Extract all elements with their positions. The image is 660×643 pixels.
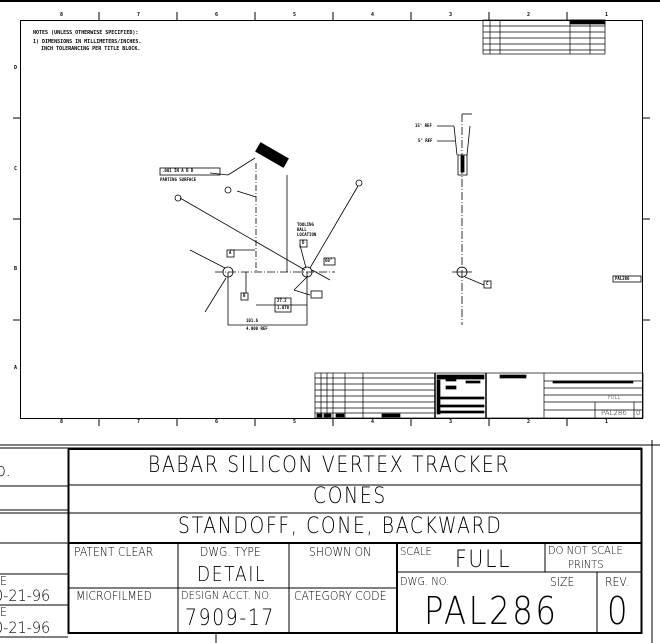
scale-value: FULL [455,545,512,573]
datum-d: D [302,240,305,245]
dwg-no-label: DWG. NO. [400,575,450,588]
parting-surface-label: PARTING SURFACE [160,177,197,182]
zone-col-1: 1 [605,12,609,18]
sheet-border [20,20,643,419]
small-scale: FULL [608,395,621,401]
zone-col-8: 8 [60,12,64,18]
note-1-line2: INCH TOLERANCING PER TITLE BLOCK. [41,46,141,52]
datum-a: A [229,250,232,255]
shown-on-label: SHOWN ON [309,545,372,559]
dim-27-2-inch: 1.070 [277,305,290,310]
cone-standoff-front-view [437,113,642,325]
angle-60: 60° [325,258,333,263]
left-date-2: 0-21-96 [0,618,51,637]
zone-col-7-bottom: 7 [137,419,141,425]
feature-control-frame: .001 IN A B D [162,168,194,173]
ref-15-deg: 15° REF [415,123,432,128]
prints-label: PRINTS [568,558,604,571]
zone-col-6-bottom: 6 [215,419,219,425]
zone-row-c: C [14,166,18,172]
small-drawing-number: PAL286 [601,409,627,417]
scale-label: SCALE [400,545,432,558]
zone-row-a: A [14,365,18,371]
left-number-label: o. [0,460,11,481]
zone-col-7: 7 [137,12,141,18]
left-date-1: 0-21-96 [0,586,51,605]
zone-col-8-bottom: 8 [60,419,64,425]
dwg-type-label: DWG. TYPE [200,545,261,559]
zone-col-1-bottom: 1 [605,419,609,425]
title-line-3: STANDOFF, CONE, BACKWARD [178,514,503,539]
zone-ticks [13,12,650,426]
datum-c: C [486,281,489,286]
category-code-label: CATEGORY CODE [294,589,387,603]
zone-row-b: B [14,266,18,272]
design-acct-value: 7909-17 [185,606,276,631]
tooling-ball-label: TOOLING BALL LOCATION [297,222,317,237]
small-title-block [314,372,644,419]
design-acct-label: DESIGN ACCT. NO. [181,589,272,602]
dim-101-6: 101.6 [246,318,259,323]
patent-clear-label: PATENT CLEAR [74,545,154,559]
revision-block [482,19,606,55]
dwg-type-value: DETAIL [197,562,267,586]
left-date-label-1: E [0,574,7,588]
small-rev: 0 [636,409,641,417]
zone-col-4-bottom: 4 [371,419,375,425]
notes-title: NOTES (UNLESS OTHERWISE SPECIFIED): [33,30,139,36]
zone-col-3-bottom: 3 [449,419,453,425]
dim-101-6-inch: 4.000 REF [246,326,268,331]
drawing-number: PAL286 [424,589,559,633]
rev-label: REV. [605,575,629,589]
dim-27-2: 27.2 [277,298,287,303]
zone-col-2: 2 [527,12,531,18]
ref-5-deg: 5° REF [418,138,433,143]
left-date-label-2: E [0,605,7,619]
microfilmed-label: MICROFILMED [76,589,152,603]
datum-b: B [243,293,246,298]
zone-col-4: 4 [371,12,375,18]
part-number-tag: PAL286 [615,276,630,281]
size-label: SIZE [550,575,575,589]
do-not-scale-label: DO NOT SCALE [548,544,623,557]
note-1-line1: 1) DIMENSIONS IN MILLIMETERS/INCHES. [33,39,142,45]
zone-col-2-bottom: 2 [527,419,531,425]
zone-col-6: 6 [215,12,219,18]
title-line-2: CONES [313,484,387,509]
cone-standoff-side-view [159,142,363,326]
revision-number: 0 [607,589,630,633]
zone-col-5-bottom: 5 [293,419,297,425]
zone-col-5: 5 [293,12,297,18]
zone-col-3: 3 [449,12,453,18]
title-line-1: BABAR SILICON VERTEX TRACKER [148,453,511,478]
title-block-frame [0,440,660,643]
zone-row-d: D [14,65,18,71]
